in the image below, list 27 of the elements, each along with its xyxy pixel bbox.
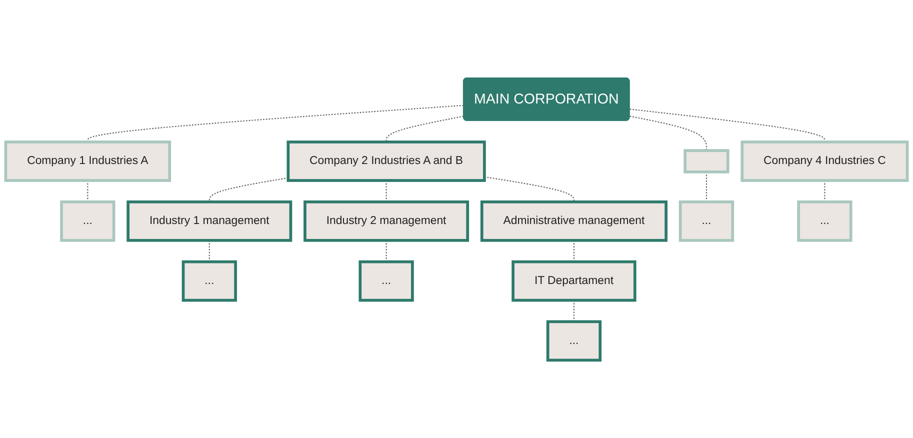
connector [824,180,826,202]
node-box: IT Departament [512,260,636,302]
connector [87,180,88,202]
node-box: ... [60,200,116,242]
node-box: Industry 1 management [126,200,292,242]
connector [630,108,826,142]
node-box: Company 4 Industries C [740,140,909,182]
connector [573,300,574,322]
node-box: Company 1 Industries A [4,140,172,182]
connector [630,116,707,151]
node-box: ... [358,260,414,302]
connector [87,104,464,142]
node-box: Administrative management [480,200,668,242]
connector [386,116,464,142]
node-box: Industry 2 management [304,200,470,242]
connector [386,240,387,262]
connector [386,180,387,202]
connector [573,240,574,262]
node-box: ... [797,200,852,242]
connector [208,177,288,202]
node-box: ... [182,260,237,302]
node-box [684,149,730,174]
connector [484,176,574,202]
node-box: Company 2 Industries A and B [286,140,486,182]
node-box: ... [678,200,734,242]
connector [208,240,210,262]
node-box: ... [546,320,602,362]
